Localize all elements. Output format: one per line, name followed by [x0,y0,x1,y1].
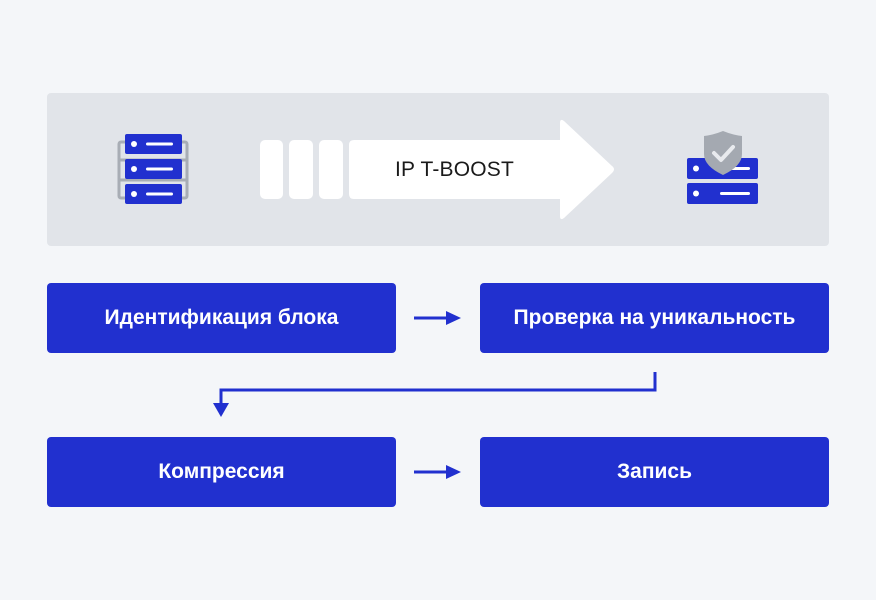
arrow-segment [319,140,343,199]
step-compression[interactable]: Компрессия [47,437,396,507]
banner-label: IP T-BOOST [394,157,515,181]
arrow-right-icon [414,465,461,479]
server-rack-icon [117,134,189,204]
step-write[interactable]: Запись [480,437,829,507]
step-identify-block[interactable]: Идентификация блока [47,283,396,353]
secure-server-icon [687,131,758,204]
arrow-segment [289,140,313,199]
elbow-arrow-down-icon [213,372,657,417]
step-uniqueness-check[interactable]: Проверка на уникальность [480,283,829,353]
arrow-body [349,119,614,220]
arrow-right-icon [414,311,461,325]
transfer-arrow [260,119,614,220]
arrow-segment [260,140,283,199]
shield-check-icon [704,131,742,175]
